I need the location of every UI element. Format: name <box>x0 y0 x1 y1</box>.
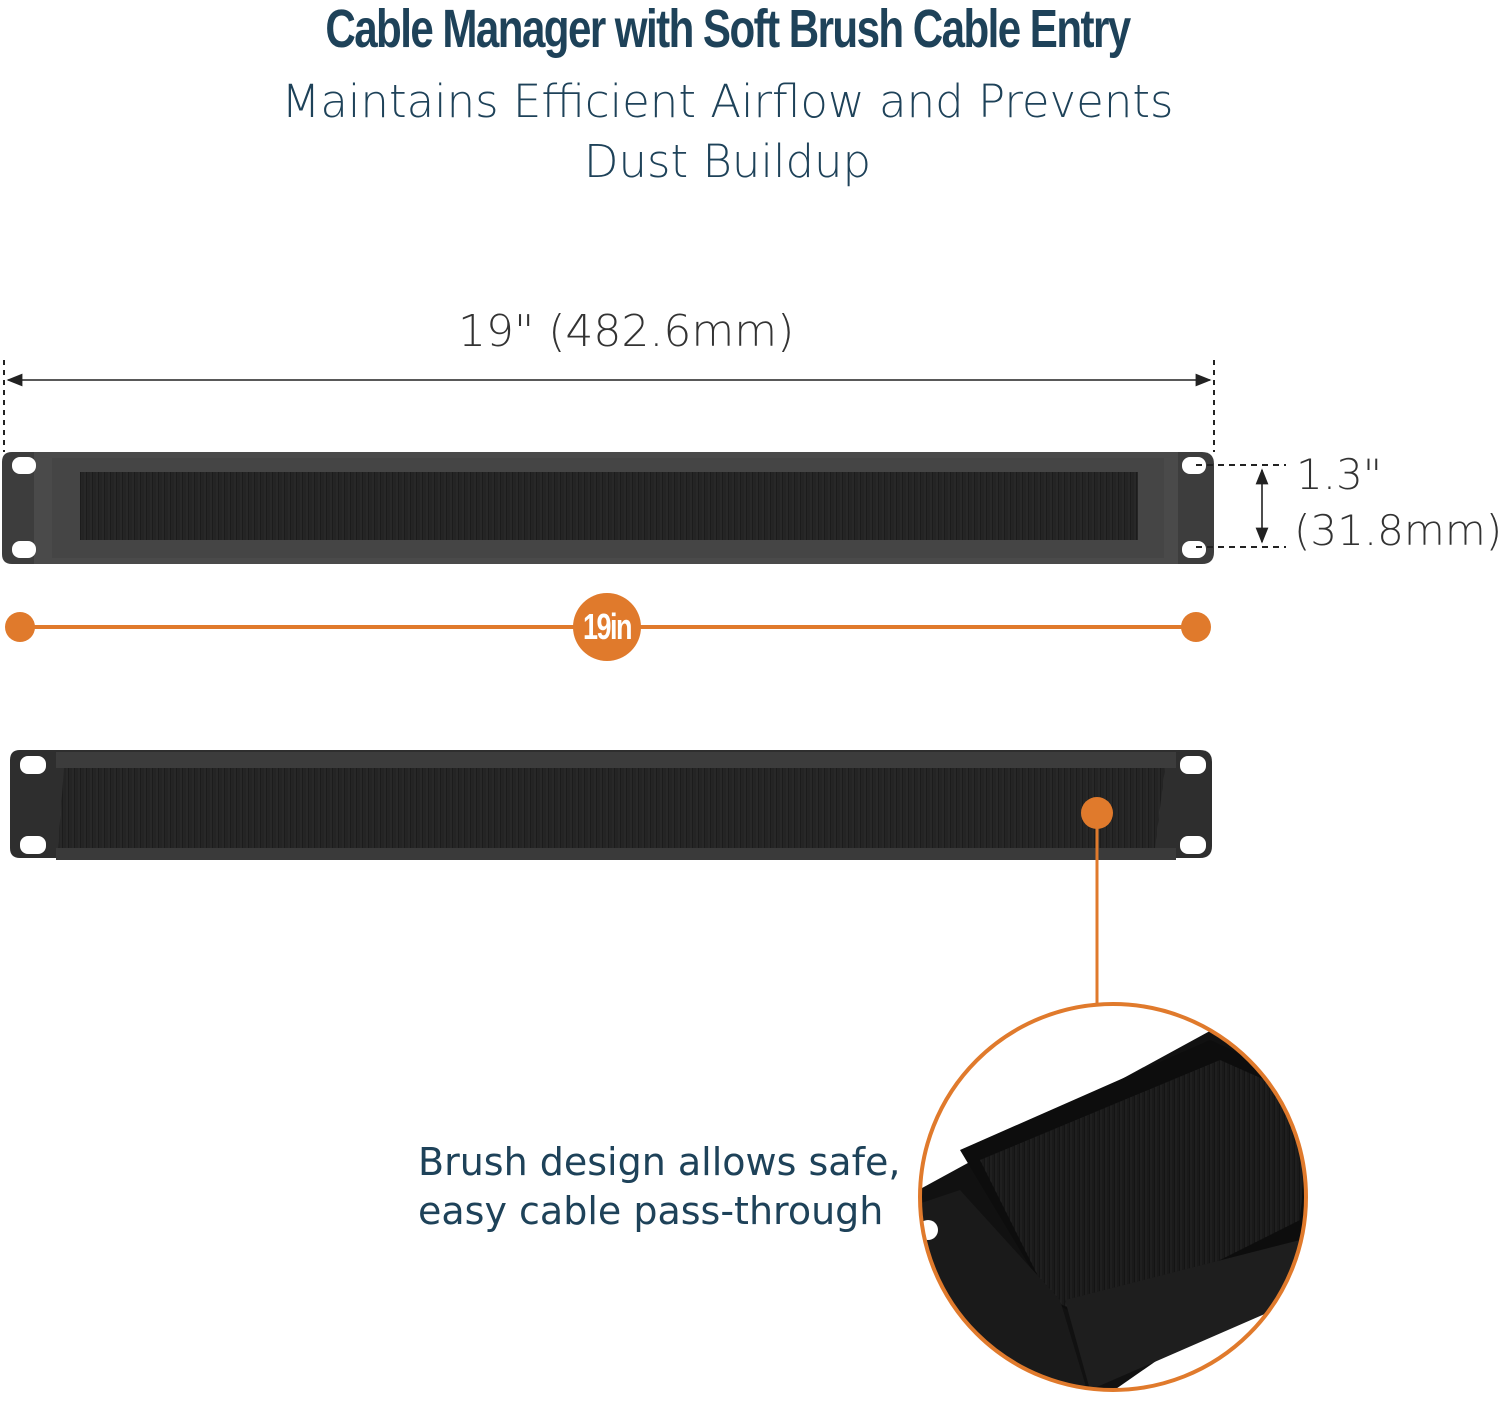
width-dimension-label: 19" (482.6mm) <box>458 306 795 357</box>
height-dimension-inches: 1.3" <box>1296 450 1383 499</box>
mount-hole-icon <box>12 541 36 558</box>
endpoint-dot-icon <box>1181 612 1211 642</box>
endpoint-dot-icon <box>5 612 35 642</box>
badge-label: 19in <box>582 606 633 647</box>
front-panel <box>2 452 1214 564</box>
mount-hole-icon <box>20 756 46 774</box>
page-subtitle: Maintains Efficient Airflow and Prevents… <box>0 72 1455 192</box>
length-badge: 19in <box>573 593 641 661</box>
mount-hole-icon <box>1180 836 1206 854</box>
page-title: Cable Manager with Soft Brush Cable Entr… <box>325 0 1131 59</box>
detail-zoom-circle <box>918 1002 1308 1392</box>
callout-dot-icon <box>1081 797 1113 829</box>
mount-hole-icon <box>20 836 46 854</box>
callout-pointer <box>1081 797 1113 1003</box>
subtitle-line-2: Dust Buildup <box>583 135 872 188</box>
width-dimension-arrow <box>3 360 1215 452</box>
angled-panel <box>10 750 1212 860</box>
height-dimension-mm: (31.8mm) <box>1294 506 1500 555</box>
caption-line-1: Brush design allows safe, <box>418 1140 901 1184</box>
height-dimension-arrow <box>1196 464 1286 548</box>
mount-hole-icon <box>1180 756 1206 774</box>
feature-caption: Brush design allows safe, easy cable pas… <box>418 1138 900 1236</box>
subtitle-line-1: Maintains Efficient Airflow and Prevents <box>281 75 1174 128</box>
mount-hole-icon <box>12 457 36 474</box>
caption-line-2: easy cable pass-through <box>418 1189 884 1233</box>
mount-hole-icon <box>1182 541 1206 558</box>
mount-hole-icon <box>1182 457 1206 474</box>
